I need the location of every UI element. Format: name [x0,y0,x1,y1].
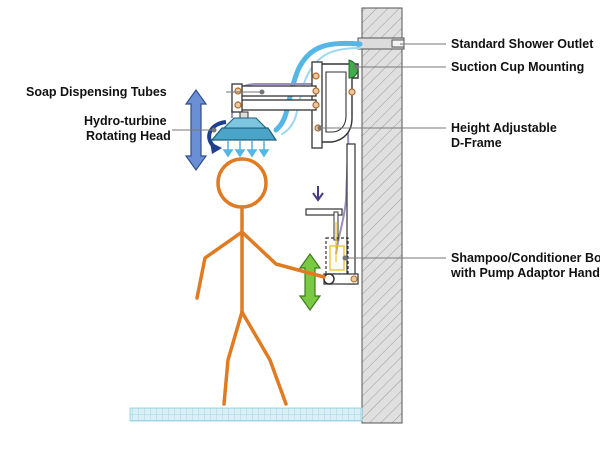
wall [361,7,403,424]
d-frame-inner [325,71,347,133]
pump-handle [305,208,343,216]
arm-lower [235,99,317,111]
shower-head [210,127,278,141]
label-dframe-line1: Height Adjustable [451,121,557,135]
label-suction-cup: Suction Cup Mounting [451,60,584,74]
pump-arrow [312,186,324,202]
label-turbine-line1: Hydro-turbine [84,114,167,128]
water-spray [222,141,270,158]
water-hose-2 [281,47,361,135]
bottle-outline [325,237,349,275]
floor [129,407,363,422]
label-turbine-line2: Rotating Head [86,129,171,143]
stick-person [195,157,326,406]
label-soap-tubes: Soap Dispensing Tubes [26,85,167,99]
bottle-double-arrow [298,252,322,312]
water-hose [273,40,363,133]
leader-lines [172,43,446,261]
arm-upper [235,85,317,97]
hand-grip [323,273,335,285]
label-shower-outlet: Standard Shower Outlet [451,37,594,51]
shower-head-top [222,117,268,129]
bottle-holder-pivot [350,275,358,283]
arm-joint [231,83,243,113]
suction-cup [348,59,359,79]
rotation-arrow-head [210,142,222,154]
label-bottle-line1: Shampoo/Conditioner Bottle [451,251,600,265]
label-bottle-line2: with Pump Adaptor Handle [450,266,600,280]
label-dframe-line2: D-Frame [451,136,502,150]
soap-tube-down [335,199,347,255]
